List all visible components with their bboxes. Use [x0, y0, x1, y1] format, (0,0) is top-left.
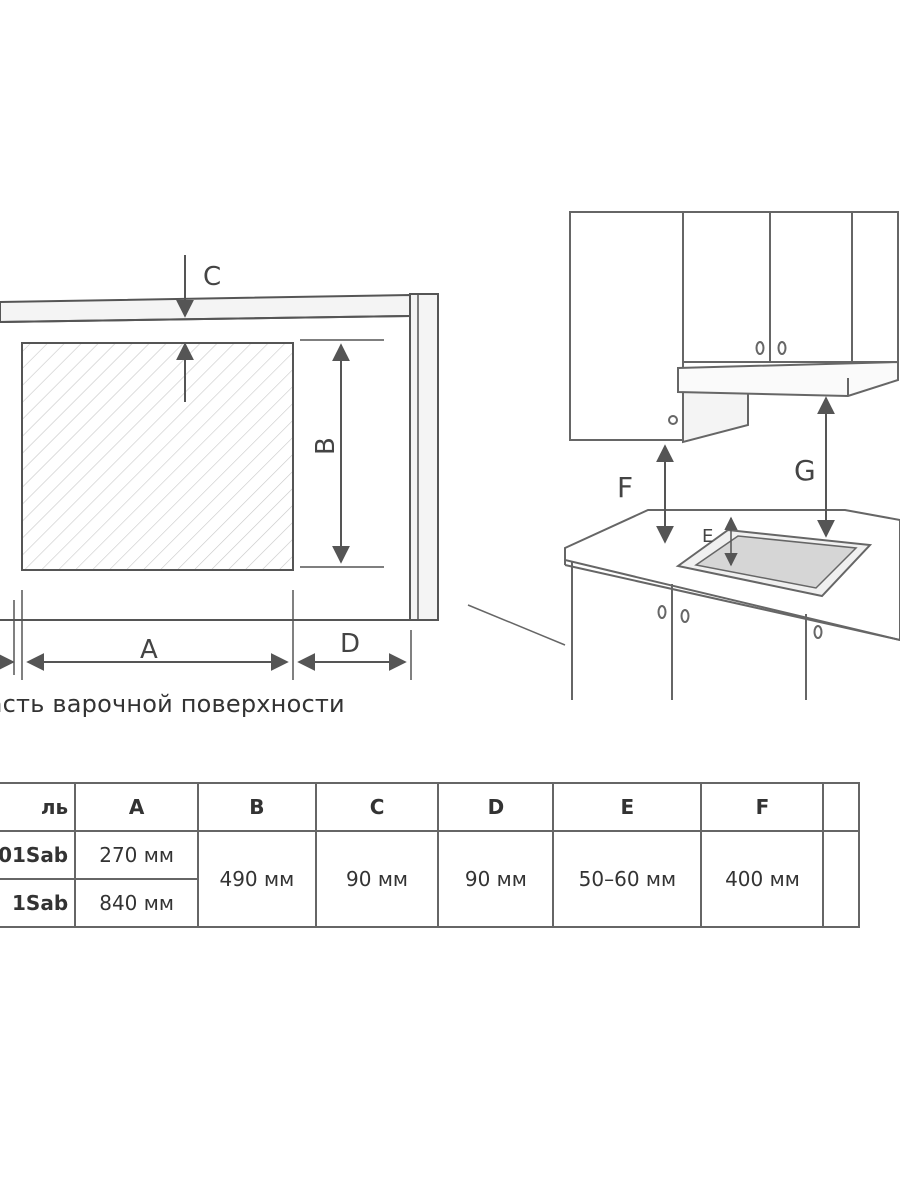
floor-line	[467, 604, 566, 646]
header-d: D	[437, 782, 555, 832]
table-row: 01Sab 270 мм 490 мм 90 мм 90 мм 50–60 мм…	[0, 830, 860, 928]
header-e: E	[552, 782, 703, 832]
header-extra	[822, 782, 860, 832]
label-g: G	[794, 454, 816, 487]
upper-cabinet-right	[682, 211, 899, 363]
header-a: A	[74, 782, 200, 832]
value-e-cell: 50–60 мм	[552, 830, 703, 928]
header-c: C	[314, 782, 440, 832]
diagram-caption: ая часть варочной поверхности	[0, 690, 345, 718]
label-c: C	[203, 262, 221, 292]
cutout-area	[21, 342, 294, 571]
range-hood	[677, 360, 899, 398]
label-e: E	[702, 526, 713, 547]
upper-cabinet-left	[569, 211, 684, 441]
header-model: ль	[0, 782, 77, 832]
model-cell: 1Sab	[0, 878, 77, 928]
wall-edge	[0, 315, 411, 323]
cutout-plan-diagram	[0, 255, 439, 680]
cabinet-knob	[668, 415, 678, 425]
label-a: A	[140, 635, 158, 665]
label-f: F	[617, 471, 633, 504]
kitchen-clearance-diagram	[467, 211, 900, 700]
value-c-cell: 90 мм	[314, 830, 440, 928]
table-row: 1Sab 840 мм	[0, 878, 859, 928]
header-f: F	[700, 782, 825, 832]
side-panel	[409, 293, 439, 621]
dimensions-table: ль A B C D E F 01Sab 270 мм 490 мм 90 мм…	[0, 782, 860, 928]
label-d: D	[340, 629, 360, 659]
label-b: B	[311, 437, 341, 455]
value-d-cell: 90 мм	[437, 830, 555, 928]
value-a-cell: 840 мм	[74, 878, 200, 928]
value-extra-cell	[822, 830, 860, 928]
wall-strip	[0, 293, 411, 324]
model-cell: 01Sab	[0, 830, 77, 880]
header-b: B	[197, 782, 317, 832]
diagram-caption-wrap: ая часть варочной поверхности	[0, 690, 900, 730]
table-header-row: ль A B C D E F	[0, 782, 860, 832]
value-b-cell: 490 мм	[197, 830, 317, 928]
value-a-cell: 270 мм	[74, 830, 200, 880]
value-f-cell: 400 мм	[700, 830, 825, 928]
